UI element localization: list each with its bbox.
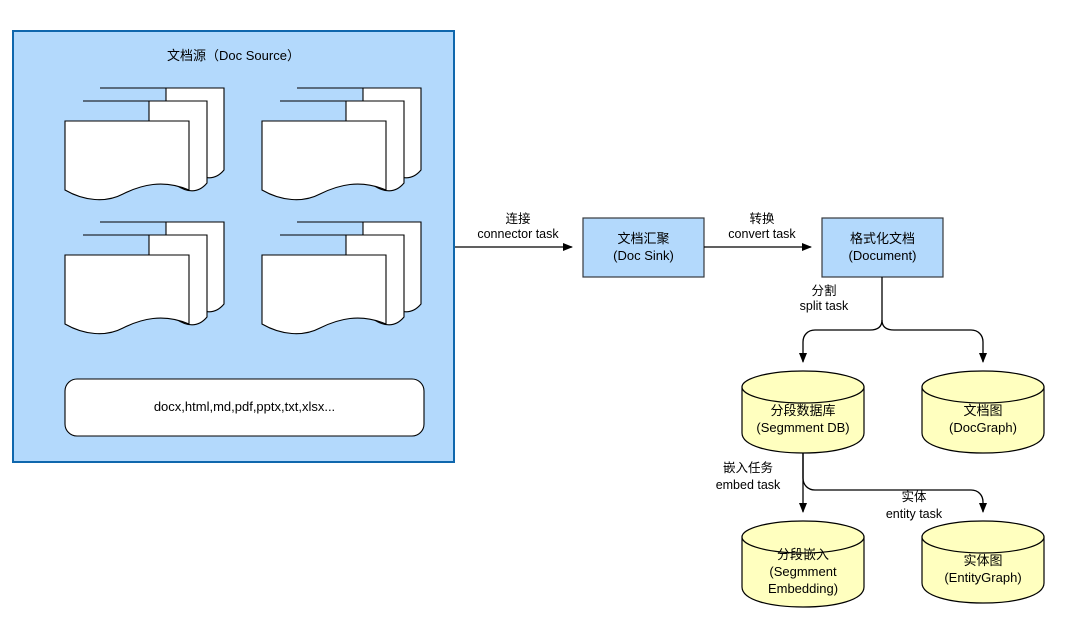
edge-split-right	[881, 319, 987, 363]
doc-sink-node[interactable]	[582, 217, 705, 278]
document-stack-3	[64, 221, 225, 335]
formats-box	[64, 378, 425, 437]
edge-split-left	[799, 319, 883, 363]
document-node[interactable]	[821, 217, 944, 278]
document-stack-1	[64, 87, 225, 201]
edge-entity-task	[802, 453, 987, 513]
segment-db-node[interactable]	[741, 370, 865, 454]
doc-graph-node[interactable]	[921, 370, 1045, 454]
document-stack-2	[261, 87, 422, 201]
document-stack-4	[261, 221, 422, 335]
entity-graph-node[interactable]	[921, 520, 1045, 604]
segment-embedding-node[interactable]	[741, 520, 865, 608]
